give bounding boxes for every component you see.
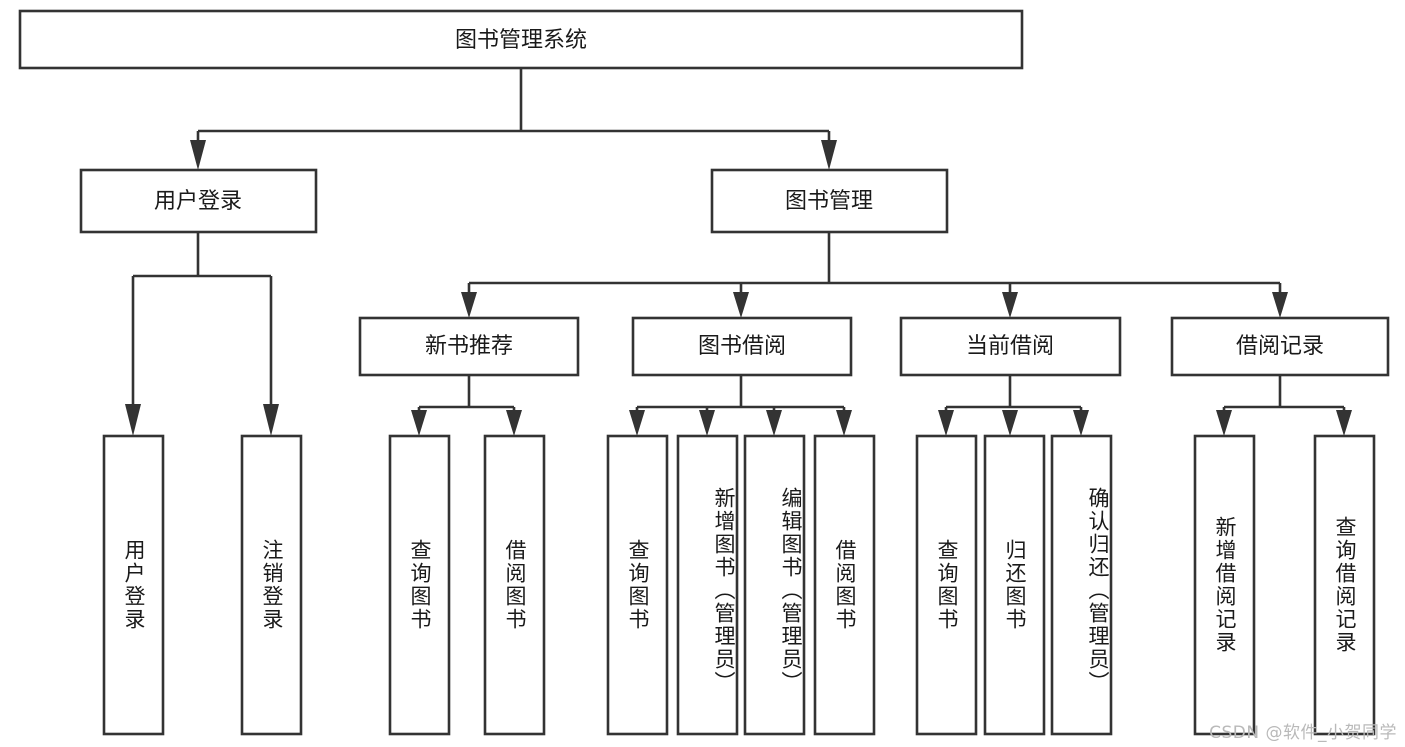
leaf-box-logout[interactable]	[240, 434, 303, 736]
node-current-borrow-box[interactable]	[899, 316, 1122, 377]
node-user-login-label: 用户登录	[154, 189, 242, 214]
node-borrow-record[interactable]: 借阅记录	[1170, 316, 1390, 377]
leaf-box-add-book-admin[interactable]	[676, 434, 739, 736]
connector-borrow-to-leaves	[629, 375, 852, 436]
connector-root-to-level2	[190, 68, 837, 170]
node-borrow-record-label: 借阅记录	[1236, 334, 1324, 359]
connector-level2-book-to-level3	[461, 232, 1288, 318]
connector-newbook-to-leaves	[411, 375, 522, 436]
node-new-book-recommend[interactable]: 新书推荐	[358, 316, 580, 377]
leaf-box-confirm-return-admin[interactable]	[1050, 434, 1113, 736]
node-root-label: 图书管理系统	[455, 28, 587, 53]
node-root[interactable]: 图书管理系统	[18, 9, 1024, 70]
connector-level2-user-to-leaves	[125, 232, 279, 436]
node-new-book-recommend-label: 新书推荐	[425, 334, 513, 359]
node-new-book-recommend-box[interactable]	[358, 316, 580, 377]
leaf-box-borrow-book-rec[interactable]	[483, 434, 546, 736]
connector-record-to-leaves	[1216, 375, 1352, 436]
node-user-login[interactable]: 用户登录	[79, 168, 318, 234]
node-book-management-box[interactable]	[710, 168, 949, 234]
node-current-borrow[interactable]: 当前借阅	[899, 316, 1122, 377]
node-user-login-box[interactable]	[79, 168, 318, 234]
node-book-borrow[interactable]: 图书借阅	[631, 316, 853, 377]
node-borrow-record-box[interactable]	[1170, 316, 1390, 377]
node-book-borrow-label: 图书借阅	[698, 334, 786, 359]
node-book-management[interactable]: 图书管理	[710, 168, 949, 234]
node-current-borrow-label: 当前借阅	[966, 334, 1054, 359]
leaf-box-query-borrow-record[interactable]	[1313, 434, 1376, 736]
leaf-box-query-book-current[interactable]	[915, 434, 978, 736]
leaf-box-user-login[interactable]	[102, 434, 165, 736]
leaf-box-query-book-rec[interactable]	[388, 434, 451, 736]
node-book-borrow-box[interactable]	[631, 316, 853, 377]
leaf-boxes	[102, 434, 1376, 736]
node-root-box[interactable]	[18, 9, 1024, 70]
leaf-box-edit-book-admin[interactable]	[743, 434, 806, 736]
leaf-box-add-borrow-record[interactable]	[1193, 434, 1256, 736]
node-book-management-label: 图书管理	[785, 189, 873, 214]
leaf-box-return-book[interactable]	[983, 434, 1046, 736]
connector-current-to-leaves	[938, 375, 1089, 436]
leaf-box-query-book-borrow[interactable]	[606, 434, 669, 736]
watermark-text: CSDN @软件_小贺同学	[1209, 723, 1397, 743]
leaf-box-borrow-book[interactable]	[813, 434, 876, 736]
